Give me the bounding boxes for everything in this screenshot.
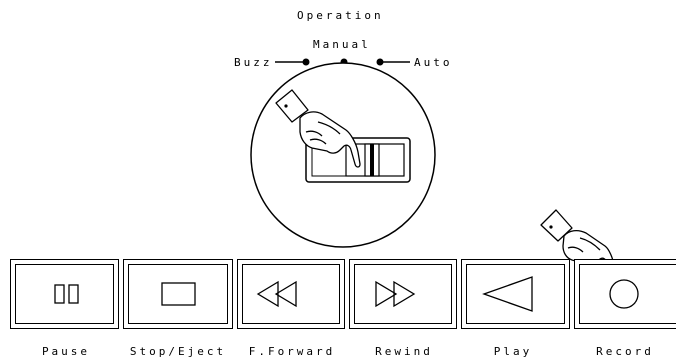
diagram-title: Operation: [297, 9, 384, 22]
double-right-arrow-icon: [375, 280, 416, 308]
record-button[interactable]: [574, 259, 676, 329]
play-label: Play: [493, 345, 533, 358]
stop-eject-button[interactable]: [123, 259, 233, 329]
fast-forward-button[interactable]: [237, 259, 345, 329]
circle-icon: [609, 279, 639, 309]
double-left-arrow-icon: [256, 280, 297, 308]
stop-eject-label: Stop/Eject: [129, 345, 227, 358]
stop-icon: [161, 282, 196, 306]
left-triangle-icon: [482, 276, 533, 312]
mode-selector[interactable]: [275, 58, 410, 66]
auto-label: Auto: [414, 56, 453, 69]
rewind-button[interactable]: [349, 259, 457, 329]
record-label: Record: [596, 345, 654, 358]
pause-icon: [54, 284, 79, 304]
buzz-label: Buzz: [234, 56, 273, 69]
pointing-hand-icon: [275, 89, 361, 168]
pause-label: Pause: [41, 345, 91, 358]
play-button[interactable]: [461, 259, 570, 329]
pause-button[interactable]: [10, 259, 119, 329]
rewind-label: Rewind: [375, 345, 433, 358]
manual-label: Manual: [313, 38, 371, 51]
fast-forward-label: F.Forward: [248, 345, 336, 358]
buzz-position-dot[interactable]: [302, 58, 310, 66]
